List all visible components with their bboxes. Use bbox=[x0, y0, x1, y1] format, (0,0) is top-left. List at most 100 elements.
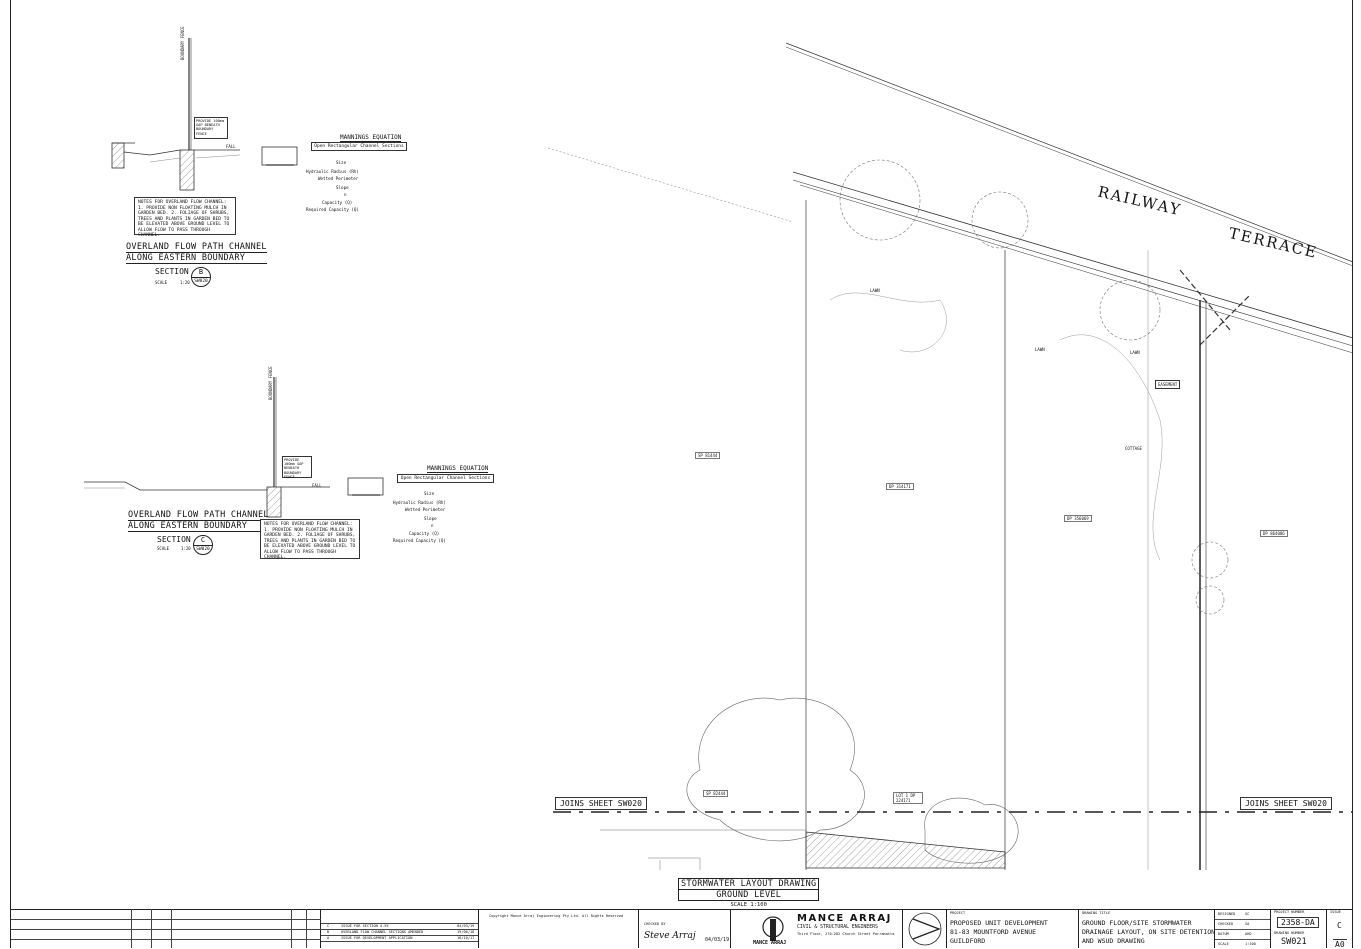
gap-note-b: PROVIDE 100mm GAP BENEATH BOUNDARY FENCE bbox=[194, 117, 228, 139]
issue-cell: ISSUE C A0 bbox=[1326, 909, 1353, 949]
section-b-letter: B bbox=[192, 268, 210, 278]
notes-title-b: NOTES FOR OVERLAND FLOW CHANNEL: bbox=[138, 200, 227, 205]
numbers-cell: PROJECT NUMBER 2358-DA DRAWING NUMBER SW… bbox=[1270, 909, 1326, 948]
plan-title-line2: GROUND LEVEL bbox=[678, 890, 820, 901]
section-b-marker: B SW020 bbox=[191, 267, 211, 287]
section-c-scale-value: 1:20 bbox=[181, 546, 191, 551]
mannings-b-row-3: Slope bbox=[336, 185, 349, 190]
mannings-b-row-0: Size bbox=[336, 160, 347, 165]
notes-body-c: 1. PROVIDE NON FLOATING MULCH IN GARDEN … bbox=[264, 527, 356, 561]
drawing-title-line3: AND WSUD DRAWING bbox=[1082, 937, 1145, 945]
rev-description: OVERLAND FLOW CHANNEL SECTIONS AMENDED bbox=[341, 930, 424, 934]
designed-label: DESIGNED bbox=[1218, 912, 1236, 916]
lot-label: SP 82444 bbox=[703, 790, 729, 797]
lawn-label: LAWN bbox=[1130, 350, 1140, 355]
sheet-frame bbox=[10, 0, 1353, 948]
mannings-c-row-3: Slope bbox=[424, 516, 437, 521]
sheet-size: A0 bbox=[1333, 939, 1347, 949]
project-number-label: PROJECT NUMBER bbox=[1274, 910, 1305, 914]
project-line1: PROPOSED UNIT DEVELOPMENT bbox=[950, 919, 1048, 927]
company-logo-icon bbox=[762, 916, 784, 941]
signature: Steve Arraj bbox=[644, 931, 696, 941]
mannings-b-row-4: n bbox=[344, 192, 347, 197]
checked-by-label: CHECKED BY bbox=[644, 922, 666, 926]
mannings-b-row-6: Required Capacity (Q) bbox=[306, 207, 359, 212]
logo-text: MANCE ARRAJ bbox=[753, 940, 787, 946]
scale-value: 1:100 bbox=[1245, 942, 1256, 946]
mannings-c-row-1: Hydraulic Radius (Rh) bbox=[393, 500, 446, 505]
lot-label: LOT 1 DP 224171 bbox=[893, 792, 923, 804]
mannings-c-row-2: Wetted Perimeter bbox=[405, 507, 446, 512]
copyright-cell: Copyright Mance Arraj Engineering Pty Lt… bbox=[478, 909, 638, 948]
project-label: PROJECT bbox=[950, 911, 966, 915]
fall-label-b: FALL bbox=[226, 144, 236, 149]
mannings-title-b: MANNINGS EQUATION bbox=[340, 134, 402, 142]
section-b-title-line2: ALONG EASTERN BOUNDARY bbox=[126, 253, 267, 264]
lot-label: SP 81444 bbox=[695, 452, 721, 459]
section-c-title-line1: OVERLAND FLOW PATH CHANNEL bbox=[128, 510, 269, 521]
section-c-letter: C bbox=[194, 536, 212, 546]
section-c-label: SECTION bbox=[157, 535, 191, 544]
rev-letter: B bbox=[327, 930, 330, 934]
mannings-b-row-2: Wetted Perimeter bbox=[318, 176, 359, 181]
mannings-c-row-0: Size bbox=[424, 491, 435, 496]
checked-value: SA bbox=[1245, 922, 1250, 926]
drawing-title-line1: GROUND FLOOR/SITE STORMWATER bbox=[1082, 919, 1192, 927]
notes-box-c: NOTES FOR OVERLAND FLOW CHANNEL: 1. PROV… bbox=[260, 519, 360, 561]
mannings-c-row-6: Required Capacity (Q) bbox=[393, 538, 446, 543]
boundary-fence-label-c: BOUNDARY FENCE bbox=[268, 366, 273, 400]
joins-sheet-right[interactable]: JOINS SHEET SW020 bbox=[1240, 797, 1332, 810]
rev-description: ISSUE FOR DEVELOPMENT APPLICATION bbox=[341, 936, 413, 940]
issue-label: ISSUE bbox=[1330, 910, 1341, 914]
drawing-number-label: DRAWING NUMBER bbox=[1274, 931, 1305, 935]
section-b-title: OVERLAND FLOW PATH CHANNEL ALONG EASTERN… bbox=[126, 242, 267, 264]
rev-letter: C bbox=[327, 924, 330, 928]
section-b-sheet: SW020 bbox=[194, 279, 208, 284]
company-sub: CIVIL & STRUCTURAL ENGINEERS bbox=[797, 925, 878, 930]
company-name: MANCE ARRAJ bbox=[797, 913, 892, 924]
section-b-scale-value: 1:20 bbox=[180, 280, 190, 285]
easement-label: EASEMENT bbox=[1155, 380, 1181, 389]
mannings-title-c: MANNINGS EQUATION bbox=[427, 465, 489, 473]
lawn-label: LAWN bbox=[870, 288, 880, 293]
north-arrow-icon bbox=[908, 912, 942, 946]
scale-label: SCALE bbox=[1218, 942, 1229, 946]
copyright-text: Copyright Mance Arraj Engineering Pty Lt… bbox=[489, 914, 624, 918]
plan-title: STORMWATER LAYOUT DRAWING GROUND LEVEL S… bbox=[678, 878, 820, 909]
issue-value: C bbox=[1337, 921, 1342, 930]
mannings-subtitle-b: Open Rectangular Channel Sections bbox=[311, 142, 407, 151]
drawing-title-line2: DRAINAGE LAYOUT, ON SITE DETENTION bbox=[1082, 928, 1216, 936]
checked-label: CHECKED bbox=[1218, 922, 1234, 926]
north-arrow-cell bbox=[902, 909, 946, 948]
cottage-label: COTTAGE bbox=[1125, 446, 1142, 451]
section-b-title-line1: OVERLAND FLOW PATH CHANNEL bbox=[126, 242, 267, 253]
notes-title-c: NOTES FOR OVERLAND FLOW CHANNEL: bbox=[264, 522, 353, 527]
gap-note-c: PROVIDE 100mm GAP BENEATH BOUNDARY FENCE bbox=[282, 456, 312, 479]
drawing-title-cell: DRAWING TITLE GROUND FLOOR/SITE STORMWAT… bbox=[1078, 909, 1216, 948]
section-b-label: SECTION bbox=[155, 267, 189, 276]
lot-label: DP 314171 bbox=[886, 483, 914, 490]
title-block bbox=[10, 909, 1353, 949]
rev-date: 16/10/17 bbox=[457, 936, 475, 940]
designer-cell: DESIGNED SC CHECKED SA DATUM AHD SCALE 1… bbox=[1214, 909, 1270, 948]
section-c-marker: C SW020 bbox=[193, 535, 213, 555]
company-address: Third Floor, 270-282 Church Street Parra… bbox=[797, 932, 895, 936]
mannings-b-row-1: Hydraulic Radius (Rh) bbox=[306, 169, 359, 174]
fall-label-c: FALL bbox=[312, 483, 322, 488]
section-c-sheet: SW020 bbox=[196, 547, 210, 552]
mannings-c-row-4: n bbox=[431, 523, 434, 528]
notes-box-b: NOTES FOR OVERLAND FLOW CHANNEL: 1. PROV… bbox=[134, 197, 236, 238]
plan-title-line1: STORMWATER LAYOUT DRAWING bbox=[678, 878, 820, 890]
drawing-number: SW021 bbox=[1281, 937, 1307, 947]
rev-description: ISSUE FOR SECTION 4.55 bbox=[341, 924, 389, 928]
project-cell: PROJECT PROPOSED UNIT DEVELOPMENT 81-83 … bbox=[946, 909, 1078, 948]
section-c-title: OVERLAND FLOW PATH CHANNEL ALONG EASTERN… bbox=[128, 510, 269, 532]
mannings-subtitle-c: Open Rectangular Channel Sections bbox=[397, 474, 494, 483]
section-c-scale-label: SCALE bbox=[157, 546, 170, 551]
drawing-title-label: DRAWING TITLE bbox=[1082, 911, 1111, 915]
lot-label: DP 356069 bbox=[1064, 515, 1092, 522]
joins-sheet-left[interactable]: JOINS SHEET SW020 bbox=[555, 797, 647, 810]
rev-date: 04/03/19 bbox=[457, 924, 475, 928]
boundary-fence-label-b: BOUNDARY FENCE bbox=[180, 26, 185, 60]
